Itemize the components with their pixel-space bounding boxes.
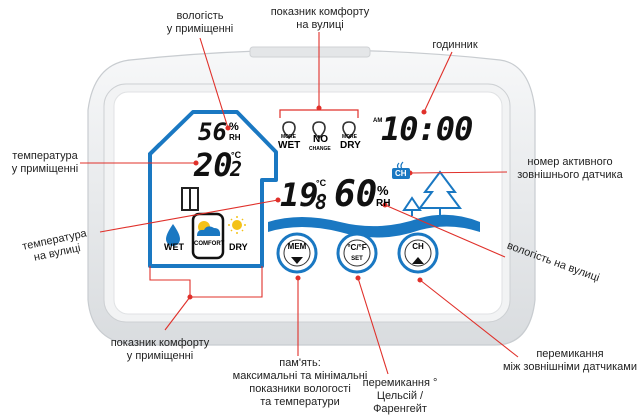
indoor-wet-label: WET bbox=[164, 242, 184, 252]
pin-icons bbox=[282, 121, 356, 140]
outdoor-more-wet-top: MORE bbox=[281, 134, 296, 140]
comfort-box bbox=[191, 212, 225, 260]
ch-button[interactable]: CH bbox=[399, 234, 437, 272]
buttons-graphics bbox=[276, 232, 439, 274]
outdoor-dry-label: DRY bbox=[340, 140, 361, 151]
indoor-temperature-decimal: 2 bbox=[230, 157, 243, 181]
house-outline bbox=[148, 110, 278, 268]
unit-switch-button[interactable]: °C/°F SET bbox=[338, 234, 376, 272]
label-indoor-humidity: вологість у приміщенні bbox=[166, 10, 234, 35]
outdoor-no-label: NO bbox=[313, 134, 328, 145]
outdoor-more-dry-top: MORE bbox=[342, 134, 357, 140]
indoor-temperature-unit: °C bbox=[231, 150, 242, 160]
channel-badge: CH bbox=[392, 168, 410, 179]
label-sensor-switch: перемикання між зовнішніми датчиками bbox=[502, 348, 637, 373]
unit-button-sublabel: SET bbox=[351, 256, 363, 262]
indoor-humidity-value: 56 bbox=[198, 118, 227, 146]
label-unit-switch: перемикання ° Цельсій / Фаренгейт bbox=[362, 377, 438, 415]
outdoor-no-change-label: CHANGE bbox=[309, 146, 331, 152]
mem-button[interactable]: MEM bbox=[278, 234, 316, 272]
outdoor-wet-label: WET bbox=[278, 140, 301, 151]
water-drop-icon bbox=[166, 224, 180, 246]
indoor-dry-label: DRY bbox=[229, 242, 248, 252]
am-indicator: AM bbox=[373, 118, 383, 124]
mem-button-label: MEM bbox=[287, 242, 307, 251]
sun-icon bbox=[232, 220, 242, 230]
outdoor-temperature-decimal: 8 bbox=[315, 190, 328, 214]
ch-button-label: CH bbox=[412, 242, 424, 251]
outdoor-temperature-unit: °C bbox=[316, 178, 327, 188]
clock-display: 10:00 bbox=[381, 110, 473, 148]
label-outdoor-comfort: показник комфорту на вулиці bbox=[270, 6, 370, 31]
label-indoor-temperature: температура у приміщенні bbox=[11, 150, 79, 175]
label-indoor-comfort: показник комфорту у приміщенні bbox=[110, 337, 210, 362]
label-memory: пам'ять: максимальні та мінімальні показ… bbox=[232, 357, 368, 408]
label-active-sensor: номер активного зовнішнього датчика bbox=[517, 156, 623, 181]
indoor-humidity-rh: RH bbox=[229, 133, 241, 142]
outdoor-humidity-value: 60 bbox=[334, 174, 378, 215]
outdoor-humidity-rh: RH bbox=[376, 198, 391, 209]
unit-button-label: °C/°F bbox=[347, 243, 367, 252]
outdoor-humidity-unit: % bbox=[377, 183, 389, 198]
cloud-icon bbox=[197, 226, 221, 236]
tree-icons bbox=[402, 170, 462, 216]
outdoor-temperature-value: 19 bbox=[280, 176, 319, 214]
indoor-comfort-label: COMFORT bbox=[194, 241, 225, 247]
wave-decoration bbox=[268, 214, 480, 238]
indoor-temperature-value: 20 bbox=[194, 146, 233, 184]
indoor-humidity-unit: % bbox=[229, 121, 239, 133]
label-clock: годинник bbox=[432, 39, 478, 51]
